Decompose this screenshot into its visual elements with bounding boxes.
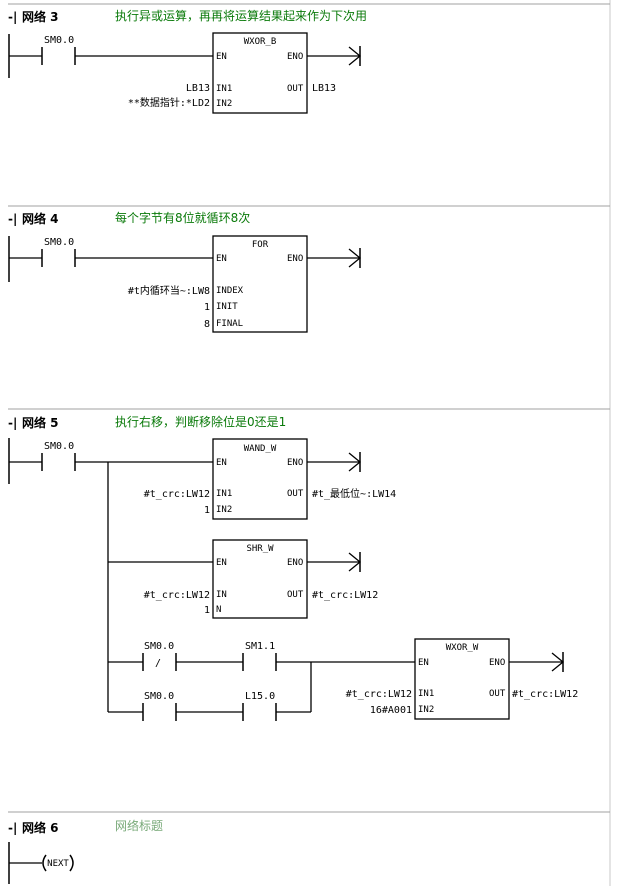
in1-operand[interactable]: LB13 [186, 83, 210, 94]
pin-in2: IN2 [216, 99, 232, 109]
pin-eno: ENO [287, 254, 303, 264]
coil-label: NEXT [47, 859, 69, 869]
block-name: WXOR_W [446, 643, 479, 653]
contact-label: SM0.0 [144, 641, 174, 652]
contact-sm0-0-not[interactable]: / SM0.0 [142, 641, 177, 671]
contact-sm0-0[interactable]: SM0.0 [9, 237, 76, 267]
network-comment[interactable]: 执行右移，判断移除位是0还是1 [115, 414, 286, 429]
out-operand[interactable]: #t_crc:LW12 [512, 689, 578, 700]
pin-in: IN [216, 590, 227, 600]
eno-arrow [307, 452, 362, 472]
block-name: FOR [252, 240, 269, 250]
contact-label: L15.0 [245, 691, 275, 702]
pin-out: OUT [287, 590, 304, 600]
in2-operand[interactable]: **数据指针:*LD2 [128, 96, 210, 109]
pin-eno: ENO [489, 658, 505, 668]
network-collapse-icon[interactable]: -| [8, 821, 17, 835]
pin-en: EN [216, 52, 227, 62]
pin-out: OUT [287, 489, 304, 499]
network-collapse-icon[interactable]: -| [8, 416, 17, 430]
network-title: 网络 5 [22, 415, 59, 430]
network-title: 网络 6 [22, 820, 59, 835]
in-operand[interactable]: #t_crc:LW12 [144, 590, 210, 601]
pin-en: EN [216, 254, 227, 264]
block-name: SHR_W [246, 544, 274, 554]
coil-next[interactable]: NEXT [42, 854, 74, 872]
network-4[interactable]: -| 网络 4 每个字节有8位就循环8次 SM0.0 FOR EN ENO IN… [8, 205, 610, 333]
block-for[interactable]: FOR EN ENO INDEX INIT FINAL [212, 235, 308, 333]
block-shr-w[interactable]: SHR_W EN ENO IN N OUT [212, 539, 308, 619]
block-name: WXOR_B [244, 37, 277, 47]
block-name: WAND_W [244, 444, 277, 454]
eno-arrow [307, 248, 362, 268]
out-operand[interactable]: LB13 [312, 83, 336, 94]
contact-label: SM0.0 [144, 691, 174, 702]
contact-label: SM0.0 [44, 237, 74, 248]
network-title: 网络 4 [22, 211, 59, 226]
pin-n: N [216, 605, 221, 615]
network-6[interactable]: -| 网络 6 网络标题 NEXT [8, 811, 610, 884]
pin-in1: IN1 [216, 84, 232, 94]
eno-arrow [307, 552, 362, 572]
pin-init: INIT [216, 302, 238, 312]
index-operand[interactable]: #t内循环当~:LW8 [128, 284, 210, 297]
in2-operand[interactable]: 1 [204, 505, 210, 516]
pin-eno: ENO [287, 558, 303, 568]
contact-sm0-0-b[interactable]: SM0.0 [142, 691, 177, 721]
init-operand[interactable]: 1 [204, 302, 210, 313]
network-5[interactable]: -| 网络 5 执行右移，判断移除位是0还是1 SM0.0 WAND_W EN … [8, 408, 610, 721]
pin-en: EN [216, 558, 227, 568]
pin-in2: IN2 [216, 505, 232, 515]
pin-final: FINAL [216, 319, 243, 329]
network-collapse-icon[interactable]: -| [8, 212, 17, 226]
n-operand[interactable]: 1 [204, 605, 210, 616]
pin-en: EN [418, 658, 429, 668]
pin-in1: IN1 [418, 689, 434, 699]
in2-operand[interactable]: 16#A001 [370, 705, 412, 716]
eno-arrow [509, 652, 565, 672]
network-title: 网络 3 [22, 9, 59, 24]
out-operand[interactable]: #t_crc:LW12 [312, 590, 378, 601]
contact-label: SM0.0 [44, 35, 74, 46]
network-comment[interactable]: 每个字节有8位就循环8次 [115, 210, 250, 225]
contact-sm1-1[interactable]: SM1.1 [242, 641, 277, 671]
pin-out: OUT [287, 84, 304, 94]
contact-l15-0[interactable]: L15.0 [242, 691, 277, 721]
network-3[interactable]: -| 网络 3 执行异或运算，再再将运算结果起来作为下次用 SM0.0 WXOR… [8, 3, 610, 114]
pin-eno: ENO [287, 52, 303, 62]
pin-eno: ENO [287, 458, 303, 468]
block-wxor-b[interactable]: WXOR_B EN ENO IN1 IN2 OUT [212, 32, 308, 114]
contact-label: SM1.1 [245, 641, 275, 652]
final-operand[interactable]: 8 [204, 319, 210, 330]
block-wand-w[interactable]: WAND_W EN ENO IN1 IN2 OUT [212, 438, 308, 520]
network-collapse-icon[interactable]: -| [8, 10, 17, 24]
contact-sm0-0[interactable]: SM0.0 [9, 441, 76, 471]
contact-sm0-0[interactable]: SM0.0 [9, 35, 76, 65]
not-symbol: / [155, 658, 161, 669]
pin-index: INDEX [216, 286, 244, 296]
in1-operand[interactable]: #t_crc:LW12 [144, 489, 210, 500]
contact-label: SM0.0 [44, 441, 74, 452]
pin-en: EN [216, 458, 227, 468]
block-wxor-w[interactable]: WXOR_W EN ENO IN1 IN2 OUT [414, 638, 510, 720]
network-comment[interactable]: 执行异或运算，再再将运算结果起来作为下次用 [115, 8, 367, 23]
pin-in1: IN1 [216, 489, 232, 499]
network-comment[interactable]: 网络标题 [115, 818, 163, 833]
pin-in2: IN2 [418, 705, 434, 715]
eno-arrow [307, 46, 362, 66]
pin-out: OUT [489, 689, 506, 699]
in1-operand[interactable]: #t_crc:LW12 [346, 689, 412, 700]
out-operand[interactable]: #t_最低位~:LW14 [312, 487, 396, 500]
